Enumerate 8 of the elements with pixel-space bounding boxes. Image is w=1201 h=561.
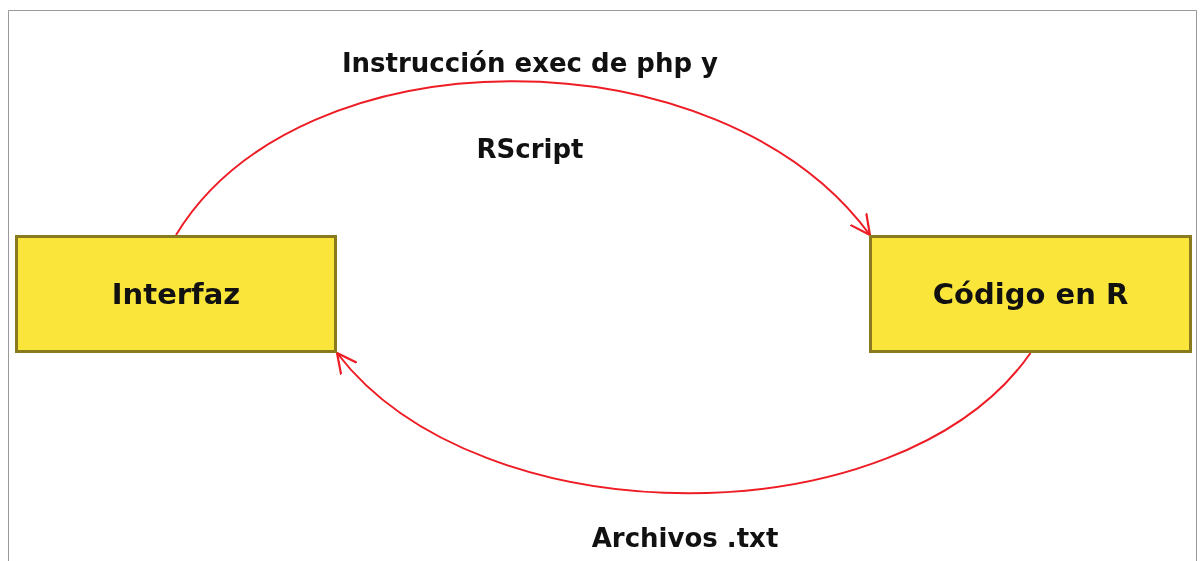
arrow — [335, 351, 1032, 495]
edge-label: Archivos .txt — [590, 522, 780, 555]
process-box — [15, 235, 337, 353]
box-label: Código en R — [932, 277, 1129, 311]
edge-label: Instrucción exec de php y RScript — [340, 47, 720, 166]
process-box — [869, 235, 1192, 353]
arrow — [175, 80, 872, 237]
box-label: Interfaz — [111, 277, 241, 311]
